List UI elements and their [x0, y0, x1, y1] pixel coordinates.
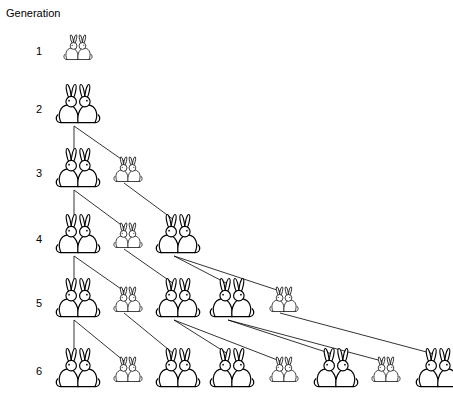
adult-rabbit-pair: [156, 278, 199, 317]
baby-rabbit-pair: [114, 223, 142, 248]
baby-rabbit-pair: [114, 357, 142, 382]
adult-rabbit-pair: [210, 278, 253, 317]
baby-rabbit-pair: [114, 157, 142, 182]
baby-rabbit-pair: [270, 287, 298, 312]
baby-rabbit-pair: [270, 357, 298, 382]
adult-rabbit-pair: [56, 148, 99, 187]
generation-row: [56, 278, 298, 317]
generation-row: [64, 35, 92, 60]
generation-row: [56, 214, 199, 253]
adult-rabbit-pair: [56, 278, 99, 317]
lineage-line: [228, 320, 382, 361]
baby-rabbit-pair: [372, 357, 400, 382]
adult-rabbit-pair: [56, 348, 99, 387]
lineage-line: [280, 313, 434, 354]
generation-number: 3: [36, 168, 42, 179]
adult-rabbit-pair: [156, 214, 199, 253]
adult-rabbit-pair: [56, 214, 99, 253]
adult-rabbit-pair: [314, 348, 357, 387]
lineage-line: [124, 313, 174, 354]
generation-number: 4: [36, 234, 42, 245]
generation-number: 5: [36, 298, 42, 309]
lineage-lines: [74, 126, 434, 361]
generation-row: [56, 84, 99, 123]
baby-rabbit-pair: [64, 35, 92, 60]
generation-number: 1: [36, 46, 42, 57]
generation-number: 6: [36, 366, 42, 377]
adult-rabbit-pair: [416, 348, 453, 387]
generation-number: 2: [36, 104, 42, 115]
adult-rabbit-pair: [56, 84, 99, 123]
column-heading: Generation: [6, 8, 60, 19]
baby-rabbit-pair: [114, 287, 142, 312]
adult-rabbit-pair: [156, 348, 199, 387]
adult-rabbit-pair: [210, 348, 253, 387]
generation-row: [56, 148, 142, 187]
generation-row: [56, 348, 453, 387]
